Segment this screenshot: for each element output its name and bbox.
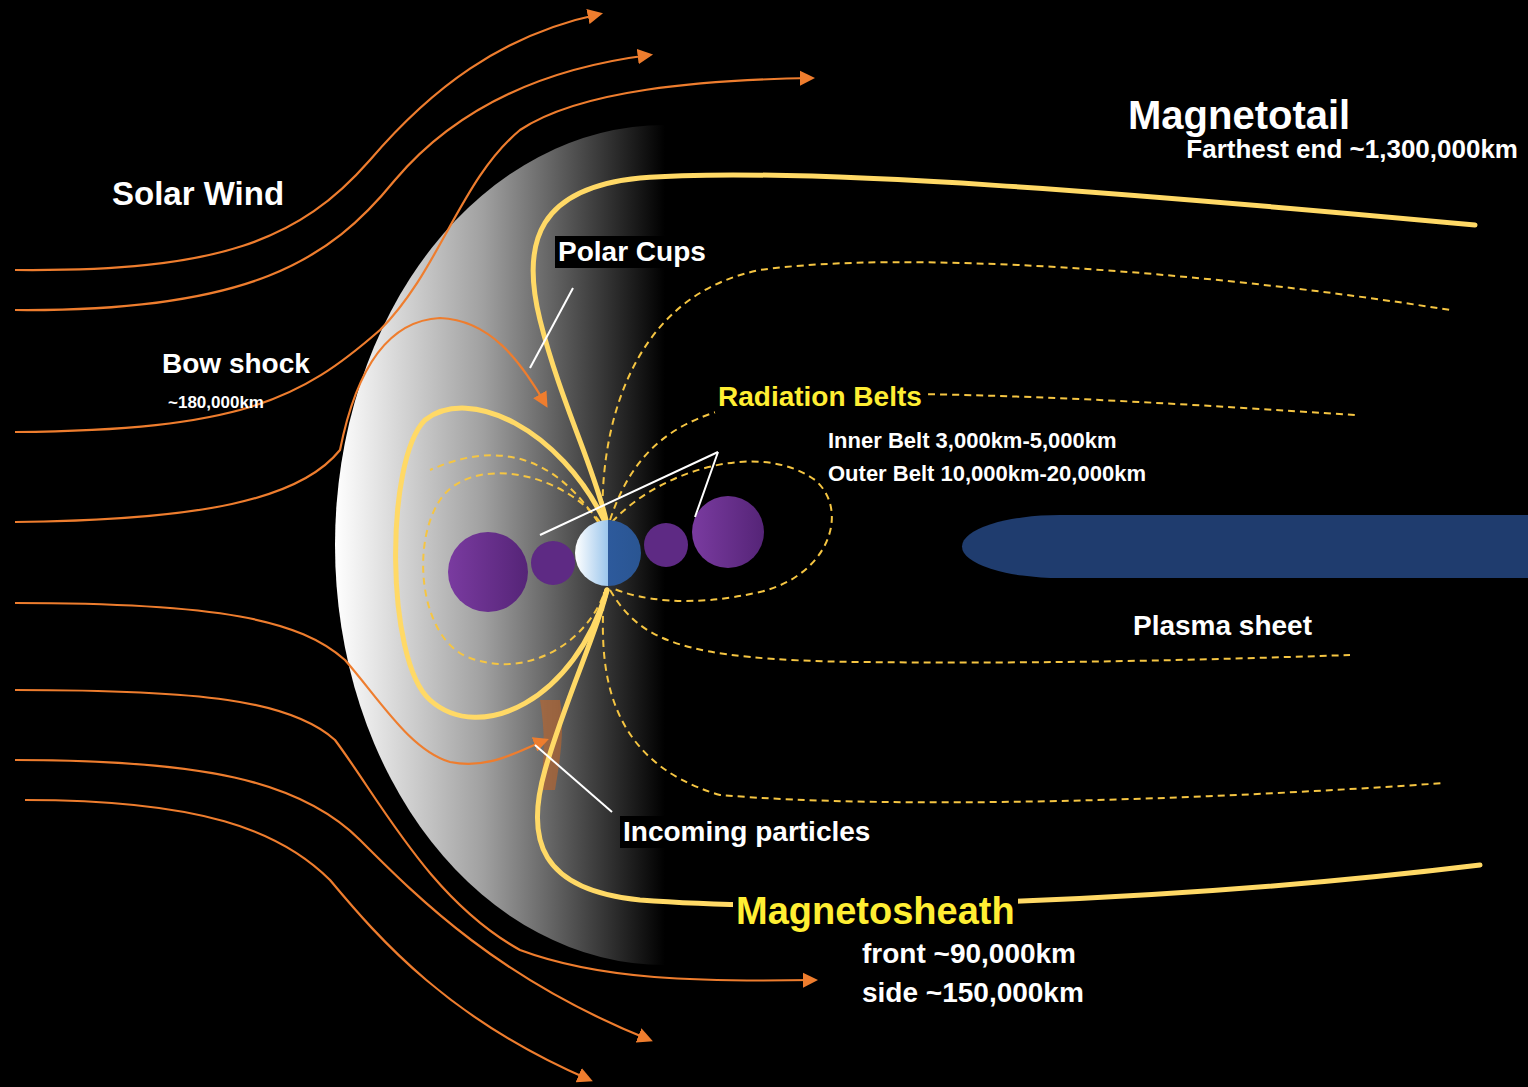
title-label: Solar Wind	[112, 175, 284, 213]
earth	[575, 520, 641, 586]
region-label: Magnetosheath	[733, 890, 1018, 934]
region-label: Magnetotail	[1128, 92, 1350, 138]
region-label: Plasma sheet	[1133, 610, 1312, 642]
dimension-label: Inner Belt 3,000km-5,000km	[828, 428, 1117, 453]
region-label: Bow shock	[162, 348, 310, 380]
dimension-label: ~180,000km	[168, 393, 264, 413]
plasma-sheet	[962, 515, 1528, 578]
region-label: Incoming particles	[620, 816, 873, 848]
region-label: Radiation Belts	[715, 381, 925, 413]
solar-wind-lines	[15, 14, 815, 1080]
dimension-label: Outer Belt 10,000km-20,000km	[828, 461, 1146, 486]
leader-lines	[530, 288, 718, 812]
dimension-label: side ~150,000km	[862, 977, 1084, 1009]
region-label: Polar Cups	[555, 236, 709, 268]
magnetopause	[396, 175, 1480, 905]
field-lines	[423, 262, 1450, 802]
dimension-label: Farthest end ~1,300,000km	[1186, 135, 1518, 165]
dimension-label: front ~90,000km	[862, 938, 1076, 970]
